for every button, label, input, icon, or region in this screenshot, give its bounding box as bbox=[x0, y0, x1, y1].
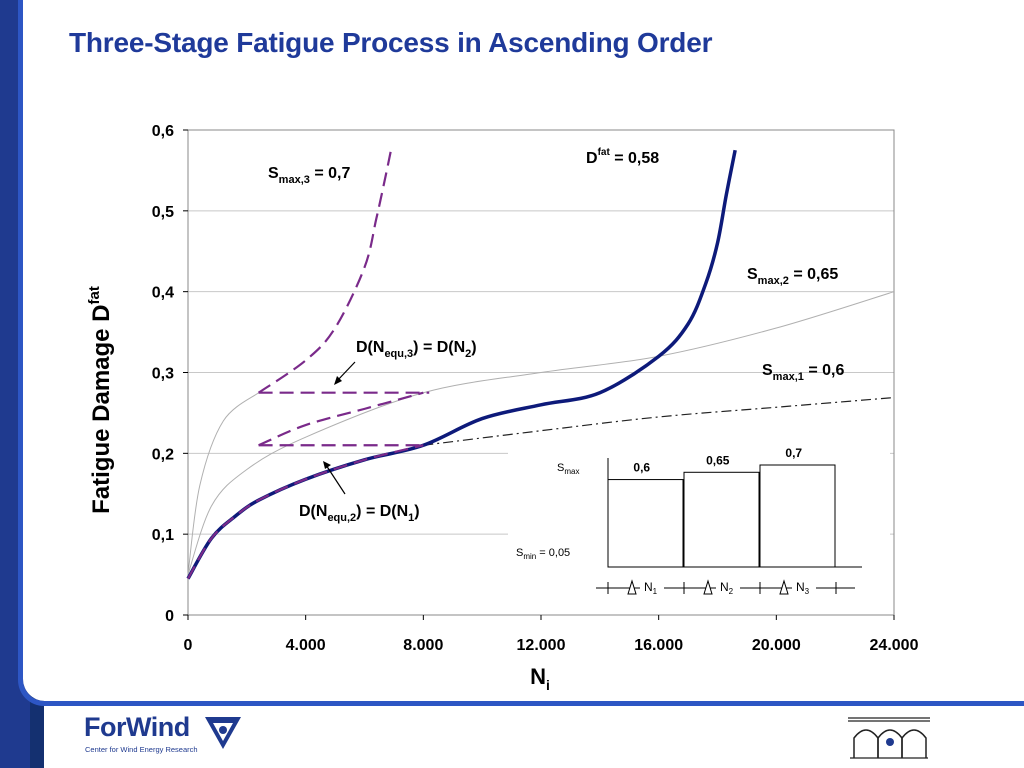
smax2-annotation: Smax,2 = 0,65 bbox=[747, 266, 838, 287]
y-tick-label: 0,5 bbox=[152, 204, 174, 221]
inset-chart: 0,6 0,65 0,7 Smax Smin = 0,05 N1 N2 N3 bbox=[508, 438, 890, 608]
dfat-annotation: Dfat = 0,58 bbox=[586, 147, 659, 167]
x-tick-label: 16.000 bbox=[634, 637, 683, 654]
cycle-triangle-icon bbox=[703, 579, 713, 595]
cycle-label-bg bbox=[792, 579, 816, 595]
y-tick-label: 0,3 bbox=[152, 366, 174, 383]
x-tick-label: 24.000 bbox=[870, 637, 919, 654]
inset-smin-label: Smin = 0,05 bbox=[516, 547, 570, 561]
y-tick-label: 0 bbox=[165, 608, 174, 625]
y-tick-label: 0,4 bbox=[152, 285, 174, 302]
inset-y-label: Smax bbox=[557, 462, 579, 476]
series-line-dashed bbox=[258, 391, 424, 447]
series-line-dashed bbox=[187, 444, 424, 580]
equ3-arrowhead bbox=[334, 376, 342, 385]
x-tick-label: 0 bbox=[184, 637, 193, 654]
wind-turbine-icon bbox=[205, 717, 241, 749]
cycle-triangle-icon bbox=[779, 579, 789, 595]
inset-cycle-axis: N1 N2 N3 bbox=[596, 579, 855, 596]
series-layer bbox=[186, 149, 895, 580]
equ2-annotation: D(Nequ,2) = D(N1) bbox=[299, 503, 420, 524]
x-tick-label: 8.000 bbox=[403, 637, 443, 654]
inset-bar-value: 0,7 bbox=[785, 446, 802, 460]
inset-bar bbox=[759, 464, 836, 568]
fatigue-chart: 0 4.000 8.000 12.000 16.000 20.000 24.000 0 0,1… bbox=[86, 123, 919, 693]
cycle-label-bg bbox=[716, 579, 740, 595]
slide-title: Three-Stage Fatigue Process in Ascending… bbox=[69, 27, 713, 58]
inset-bar bbox=[683, 471, 760, 568]
y-tick-label: 0,1 bbox=[152, 527, 174, 544]
x-tick-label: 12.000 bbox=[517, 637, 566, 654]
y-axis-label: Fatigue Damage Dfat bbox=[86, 286, 115, 514]
inset-bar bbox=[607, 479, 684, 568]
logo-subtitle: Center for Wind Energy Research bbox=[85, 745, 198, 754]
slide-frame bbox=[18, 0, 1024, 706]
forwind-logo: ForWind Center for Wind Energy Research bbox=[84, 712, 254, 760]
inset-bar-value: 0,65 bbox=[706, 453, 730, 467]
equ2-arrowhead bbox=[323, 461, 331, 469]
cycle-triangle-icon bbox=[627, 579, 637, 595]
y-tick-label: 0,6 bbox=[152, 123, 174, 140]
y-axis-ticks: 0 0,1 0,2 0,3 0,4 0,5 0,6 bbox=[152, 123, 188, 625]
series-line-dashed bbox=[257, 149, 393, 394]
equ3-annotation: D(Nequ,3) = D(N2) bbox=[356, 339, 477, 360]
smax1-annotation: Smax,1 = 0,6 bbox=[762, 362, 844, 383]
inset-cycle-label: N2 bbox=[720, 580, 734, 596]
x-tick-label: 4.000 bbox=[286, 637, 326, 654]
university-emblem-icon bbox=[848, 717, 930, 759]
inset-cycle-label: N3 bbox=[796, 580, 810, 596]
series-line-thin bbox=[187, 291, 895, 575]
series-line-thin bbox=[187, 392, 259, 575]
y-tick-label: 0,2 bbox=[152, 446, 174, 463]
x-axis-ticks: 0 4.000 8.000 12.000 16.000 20.000 24.000 bbox=[184, 615, 919, 654]
logo-wordmark: ForWind bbox=[84, 712, 190, 742]
equ2-arrow bbox=[325, 464, 346, 495]
series-line-dash-dot bbox=[423, 396, 895, 446]
inset-bars: 0,6 0,65 0,7 bbox=[607, 446, 836, 568]
smax3-annotation: Smax,3 = 0,7 bbox=[268, 165, 350, 186]
inset-cycle-label: N1 bbox=[644, 580, 658, 596]
inset-bar-value: 0,6 bbox=[633, 461, 650, 475]
x-axis-label: Ni bbox=[530, 664, 550, 693]
cycle-label-bg bbox=[640, 579, 664, 595]
x-tick-label: 20.000 bbox=[752, 637, 801, 654]
